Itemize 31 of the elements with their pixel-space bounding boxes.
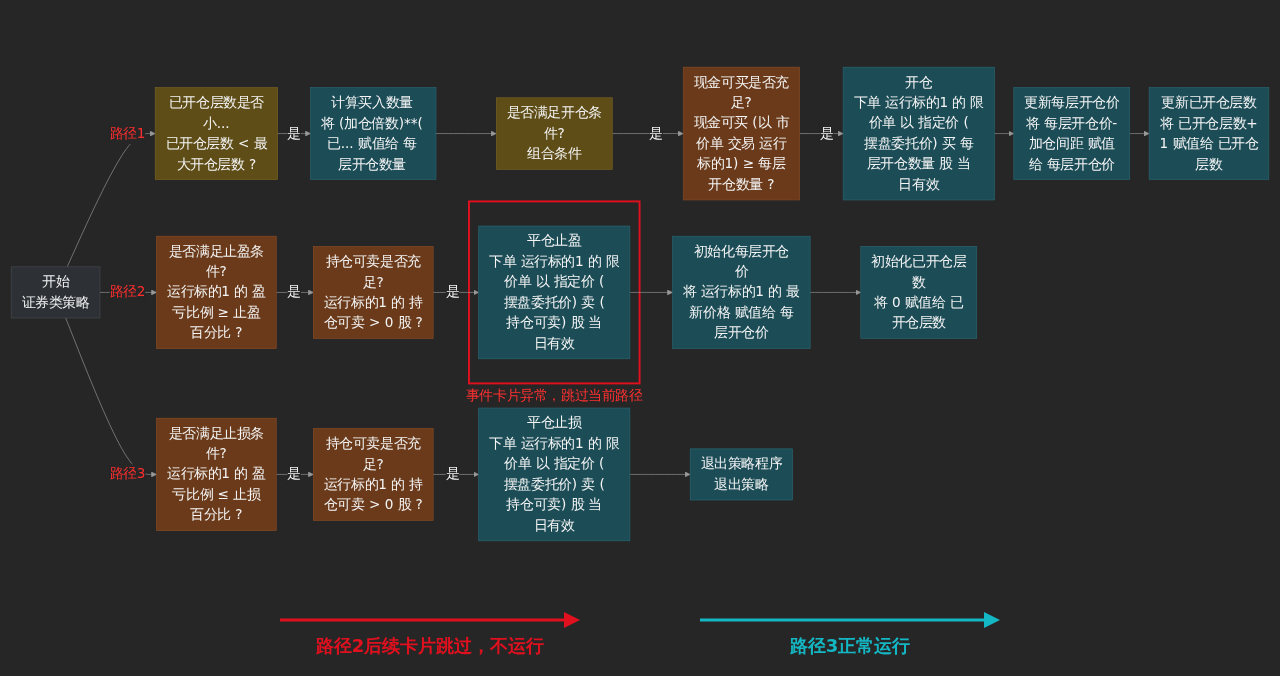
edge-label: 是 [445, 284, 460, 300]
node-box: 是否满足止损条件? 运行标的1 的 盈亏比例 ≤ 止损百分比 ? [156, 417, 277, 531]
edge-label: 是 [287, 125, 301, 141]
note-text: 路径2后续卡片跳过，不运行 [315, 634, 545, 658]
node-box: 持仓可卖是否充足? 运行标的1 的 持仓可卖 > 0 股 ? [313, 428, 434, 521]
edge-label: 是 [819, 125, 834, 141]
note-text: 路径3正常运行 [789, 634, 911, 658]
edge-label: 是 [287, 466, 301, 482]
node-box: 更新每层开仓价 将 每层开仓价-加仓间距 赋值给 每层开仓价 [1013, 87, 1131, 180]
cluster [468, 200, 641, 385]
edge-label: 路径1 [109, 125, 146, 141]
edge-label: 路径3 [109, 466, 146, 482]
node-box: 已开仓层数是否小... 已开仓层数 < 最大开仓层数 ? [154, 87, 278, 180]
node-box: 平仓止盈 下单 运行标的1 的 限价单 以 指定价 (摆盘委托价) 卖 (持仓可卖) 股 当日有效 [478, 225, 631, 360]
node-label: 事件卡片异常，跳过当前路径 [465, 387, 643, 404]
edge-label: 是 [649, 125, 663, 141]
node-box: 更新已开仓层数 将 已开仓层数+1 赋值给 已开仓层数 [1148, 87, 1270, 180]
edge-label: 是 [445, 466, 460, 482]
node-box: 初始化已开仓层数 将 0 赋值给 已开仓层数 [860, 246, 978, 339]
node-box: 平仓止损 下单 运行标的1 的 限价单 以 指定价 (摆盘委托价) 卖 (持仓可卖) 股 当日有效 [478, 407, 631, 542]
node-box: 初始化每层开仓价 将 运行标的1 的 最新价格 赋值给 每层开仓价 [672, 235, 811, 349]
edge-label: 路径2 [109, 284, 146, 300]
node-box: 现金可买是否充足? 现金可买 (以 市价单 交易 运行标的1) ≥ 每层开仓数量 ? [682, 66, 800, 201]
edge-label: 是 [287, 284, 301, 300]
node-box: 是否满足开仓条件? 组合条件 [496, 97, 613, 170]
node-box: 退出策略程序 退出策略 [689, 448, 793, 501]
node-box: 持仓可卖是否充足? 运行标的1 的 持仓可卖 > 0 股 ? [313, 246, 434, 339]
node-box: 是否满足止盈条件? 运行标的1 的 盈亏比例 ≥ 止盈百分比 ? [156, 235, 277, 349]
node-box: 开仓 下单 运行标的1 的 限价单 以 指定价 (摆盘委托价) 买 每层开仓数量 股 当日有效 [842, 66, 995, 201]
node-box: 计算买入数量 将 (加仓倍数)**(已... 赋值给 每层开仓数量 [310, 87, 437, 180]
node-box: 开始 证券类策略 [10, 266, 101, 319]
